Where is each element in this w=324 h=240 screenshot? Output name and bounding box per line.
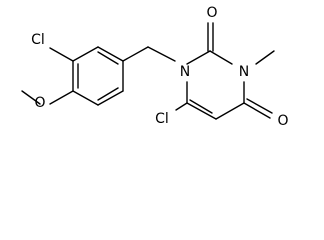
- svg-text:N: N: [239, 64, 249, 80]
- atom-label-o-c2: O: [206, 5, 217, 21]
- bond-aryl-o: [49, 90, 74, 105]
- bond-ring-c2-c3: [97, 46, 124, 62]
- atom-label-o-methoxy: O: [34, 95, 45, 111]
- bond-ch2-n1: [147, 46, 176, 62]
- bond-c5-c6-inner: [189, 99, 213, 114]
- benzene-ring: [72, 46, 124, 106]
- atom-label-cl-aryl: Cl: [31, 32, 45, 48]
- bond-ring-ch2: [122, 46, 149, 62]
- chemical-structure-diagram: Cl O N N O O Cl: [21, 5, 289, 129]
- svg-text:N: N: [180, 64, 190, 80]
- svg-text:O: O: [206, 5, 217, 21]
- bond-ring-c1-c2: [72, 46, 99, 62]
- bond-n3-methyl: [255, 50, 275, 65]
- bond-c4-o-b: [246, 98, 273, 114]
- svg-text:O: O: [34, 95, 45, 111]
- bond-c6-cl: [175, 102, 188, 111]
- bond-aryl-cl: [49, 47, 74, 62]
- bond-o-methyl: [21, 90, 41, 105]
- bond-ring-c4-c5: [97, 90, 124, 106]
- bond-ring-c5-c6: [72, 90, 99, 106]
- svg-text:O: O: [277, 113, 288, 129]
- atom-label-o-c4: O: [277, 113, 288, 129]
- svg-text:Cl: Cl: [155, 111, 169, 127]
- bond-c2-n3: [209, 50, 233, 65]
- bond-n1-c2: [186, 50, 211, 65]
- bond-c4-c5: [215, 102, 245, 120]
- atom-label-cl-c6: Cl: [155, 111, 169, 127]
- svg-text:Cl: Cl: [31, 32, 45, 48]
- bond-ring-c3-c3-inner: [97, 51, 119, 65]
- atom-label-n1: N: [180, 64, 190, 80]
- atom-label-n3: N: [239, 64, 249, 80]
- bond-c4-o-a: [243, 102, 271, 119]
- bond-c5-c6: [186, 102, 217, 120]
- pyrimidinedione-ring: [186, 50, 245, 120]
- bond-ring-c4-c5-inner: [97, 87, 119, 101]
